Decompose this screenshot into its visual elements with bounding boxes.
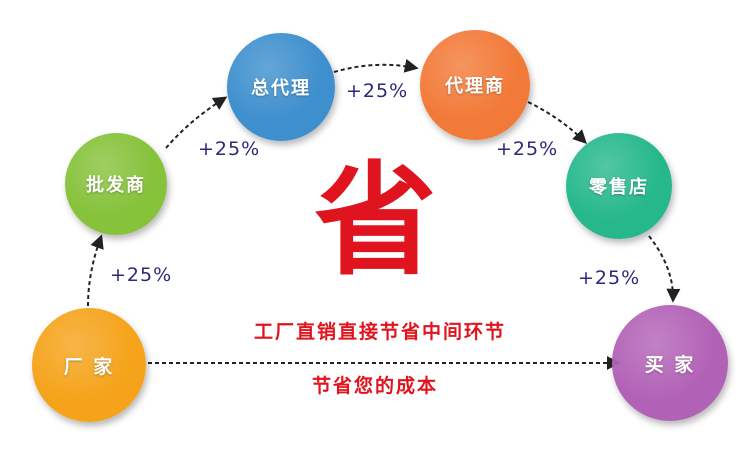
save-character: 省 [314,148,437,292]
markup-factory-to-wholesaler: +25% [110,264,173,286]
arrow-factory-to-wholesaler [87,234,104,307]
node-retailer-label: 零售店 [589,177,649,198]
node-factory: 厂 家 [32,308,146,422]
markup-agent-to-retailer: +25% [496,138,559,160]
node-buyer-label: 买 家 [644,353,696,376]
node-general-agent: 总代理 [227,33,335,141]
node-wholesaler-label: 批发商 [86,175,146,196]
node-general-agent-label: 总代理 [251,78,311,99]
node-factory-label: 厂 家 [63,355,115,378]
caption-line-1: 工厂直销直接节省中间环节 [253,321,506,343]
arrow-retailer-to-buyer [648,235,681,303]
node-agent: 代理商 [420,30,530,140]
node-retailer: 零售店 [566,133,672,239]
arrow-agent-to-retailer [527,101,587,144]
node-agent-label: 代理商 [445,76,505,97]
markup-wholesaler-to-general-agent: +25% [198,138,261,160]
arrow-wholesaler-to-general-agent [165,96,228,149]
caption-line-2: 节省您的成本 [311,375,438,397]
arrow-general-agent-to-agent [333,58,419,73]
markup-general-agent-to-agent: +25% [346,80,409,102]
markup-retailer-to-buyer: +25% [578,267,641,289]
node-buyer: 买 家 [612,305,728,421]
node-wholesaler: 批发商 [65,133,167,235]
